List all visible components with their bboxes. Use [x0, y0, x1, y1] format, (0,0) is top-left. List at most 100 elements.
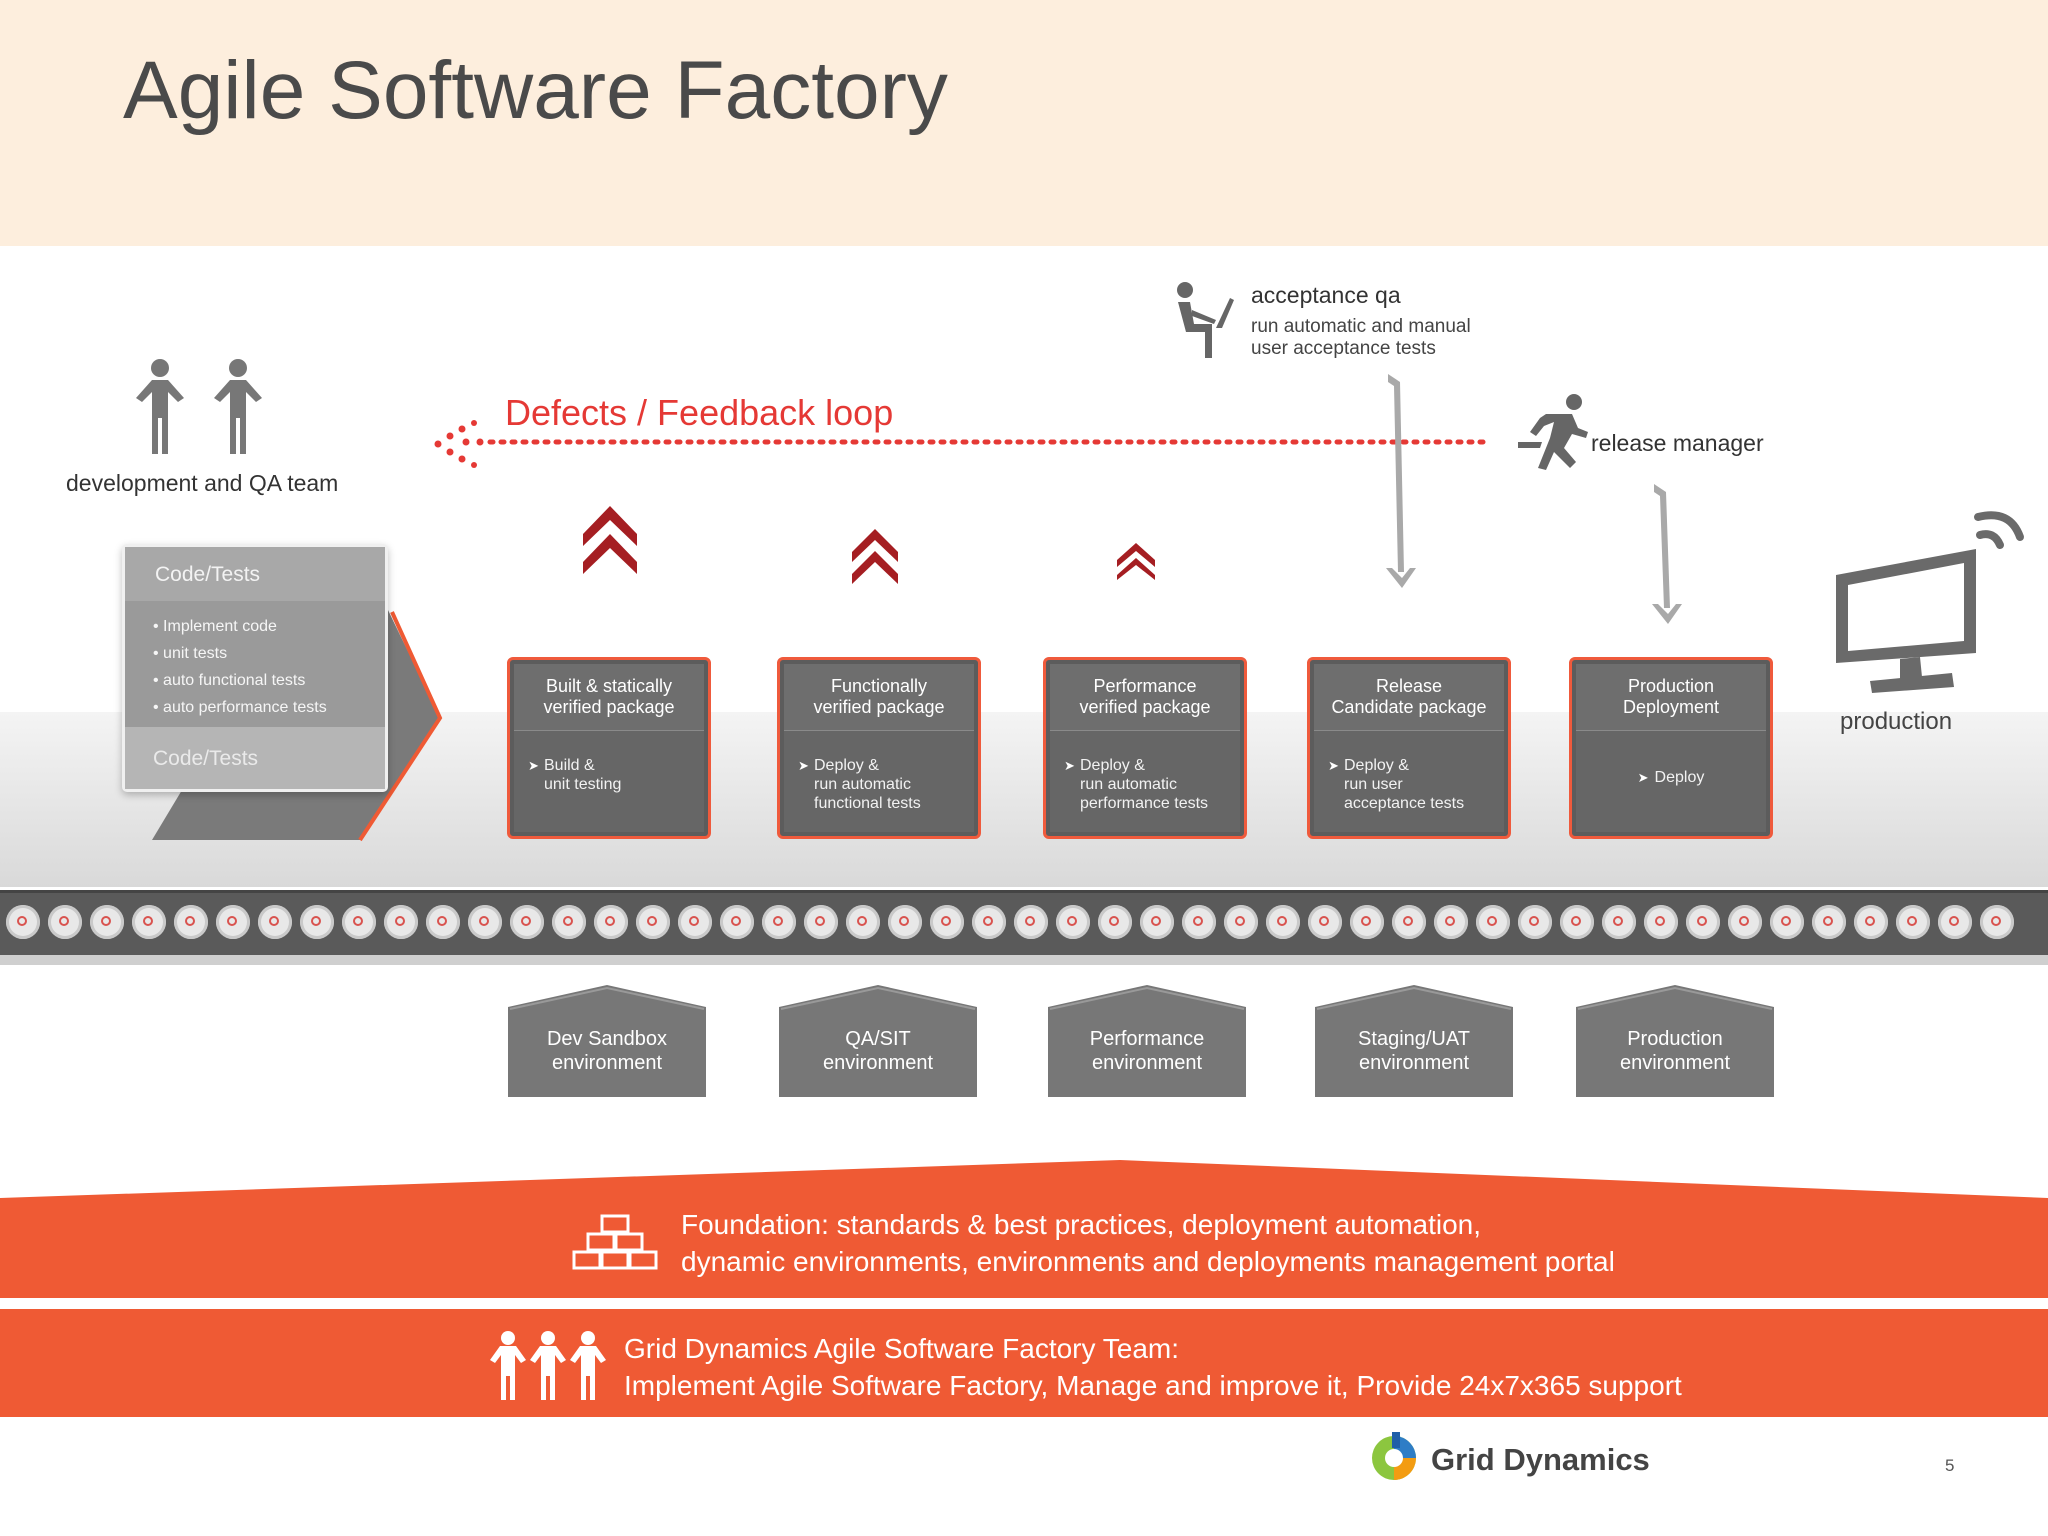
conveyor-roller — [846, 905, 880, 939]
env-shape — [1576, 985, 1774, 1097]
conveyor-roller — [1056, 905, 1090, 939]
stage-action: ➤Deploy & run automatic performance test… — [1064, 756, 1236, 813]
conveyor-roller — [1980, 905, 2014, 939]
stage-production-deployment: Production Deployment ➤Deploy — [1569, 657, 1773, 839]
team-text: Grid Dynamics Agile Software Factory Tea… — [624, 1330, 1682, 1404]
env-shape — [1315, 985, 1513, 1097]
code-tests-card-header — [125, 547, 385, 601]
feedback-loop-label: Defects / Feedback loop — [505, 392, 894, 433]
conveyor-roller — [1854, 905, 1888, 939]
conveyor-roller — [1686, 905, 1720, 939]
grid-dynamics-logo-icon — [1372, 1432, 1416, 1480]
conveyor-roller — [174, 905, 208, 939]
seated-person-icon — [1177, 282, 1234, 358]
conveyor-roller — [1308, 905, 1342, 939]
conveyor-roller — [678, 905, 712, 939]
stage-title: Built & statically verified package — [543, 676, 675, 717]
list-item: • unit tests — [153, 645, 228, 662]
conveyor-roller — [552, 905, 586, 939]
conveyor-roller — [342, 905, 376, 939]
feedback-loop-arrow — [434, 420, 1490, 468]
chevron-up-large-icon — [583, 506, 637, 574]
code-tests-card-title: Code/Tests — [155, 563, 261, 586]
conveyor-roller — [1518, 905, 1552, 939]
team-people-icon — [490, 1331, 606, 1400]
release-down-arrow — [1652, 484, 1682, 624]
conveyor-roller — [762, 905, 796, 939]
stage-release-candidate: Release Candidate package ➤Deploy & run … — [1307, 657, 1511, 839]
conveyor-roller — [1014, 905, 1048, 939]
release-manager-label: release manager — [1591, 430, 1764, 456]
list-item: • auto functional tests — [153, 672, 306, 689]
dev-team-icon — [136, 359, 262, 454]
chevron-up-small-icon — [1117, 543, 1155, 580]
conveyor-roller — [6, 905, 40, 939]
conveyor-roller — [48, 905, 82, 939]
env-shape — [1048, 985, 1246, 1097]
page-number: 5 — [1945, 1456, 1955, 1475]
foundation-line-2: dynamic environments, environments and d… — [681, 1246, 1615, 1277]
conveyor-roller — [258, 905, 292, 939]
stage-action-text: Deploy — [1654, 769, 1705, 786]
stage-title: Performance verified package — [1079, 676, 1211, 717]
team-bar — [0, 1309, 2048, 1417]
acceptance-down-arrow — [1386, 374, 1416, 588]
conveyor-roller — [1938, 905, 1972, 939]
stage-action: ➤Deploy & run user acceptance tests — [1328, 756, 1500, 813]
dev-team-label: development and QA team — [66, 470, 339, 496]
foundation-bar — [0, 1160, 2048, 1298]
conveyor-roller — [1224, 905, 1258, 939]
env-shape — [779, 985, 977, 1097]
conveyor-roller — [426, 905, 460, 939]
stage-performance-package: Performance verified package ➤Deploy & r… — [1043, 657, 1247, 839]
stage-title: Production Deployment — [1622, 676, 1720, 717]
stage-action: ➤Deploy & run automatic functional tests — [798, 756, 970, 813]
conveyor-roller — [1560, 905, 1594, 939]
bricks-icon — [572, 1214, 658, 1270]
conveyor-roller — [216, 905, 250, 939]
conveyor-roller — [1392, 905, 1426, 939]
stage-action-text: Build & unit testing — [544, 757, 622, 793]
production-label: production — [1840, 708, 1953, 735]
stage-action-text: Deploy & run automatic functional tests — [814, 757, 921, 812]
running-person-icon — [1518, 394, 1588, 470]
conveyor-roller — [1644, 905, 1678, 939]
conveyor-roller — [636, 905, 670, 939]
list-item: • auto performance tests — [153, 699, 327, 716]
conveyor-roller — [468, 905, 502, 939]
arrow-bullet-icon: ➤ — [528, 758, 539, 773]
conveyor-roller — [1350, 905, 1384, 939]
conveyor-roller — [1434, 905, 1468, 939]
conveyor-roller — [132, 905, 166, 939]
conveyor-roller — [930, 905, 964, 939]
conveyor-roller — [1770, 905, 1804, 939]
conveyor-roller — [1728, 905, 1762, 939]
code-tests-card-footer-label: Code/Tests — [153, 747, 259, 770]
foundation-line-1: Foundation: standards & best practices, … — [681, 1209, 1482, 1240]
conveyor-roller — [594, 905, 628, 939]
team-line-2: Implement Agile Software Factory, Manage… — [624, 1370, 1682, 1401]
conveyor-roller — [510, 905, 544, 939]
conveyor-roller — [1812, 905, 1846, 939]
conveyor-roller — [888, 905, 922, 939]
logo-text: Grid Dynamics — [1431, 1442, 1650, 1477]
monitor-icon — [1836, 511, 2024, 693]
arrow-bullet-icon: ➤ — [1328, 758, 1339, 773]
conveyor-roller — [1896, 905, 1930, 939]
team-line-1: Grid Dynamics Agile Software Factory Tea… — [624, 1333, 1180, 1364]
stage-action: ➤ Build & unit testing — [528, 756, 700, 794]
stage-action: ➤Deploy — [1572, 768, 1770, 787]
conveyor-roller — [1602, 905, 1636, 939]
acceptance-qa-desc-2: user acceptance tests — [1251, 338, 1436, 359]
conveyor-roller — [804, 905, 838, 939]
code-tests-card-footer — [125, 727, 385, 789]
conveyor-roller — [1266, 905, 1300, 939]
env-shape — [508, 985, 706, 1097]
